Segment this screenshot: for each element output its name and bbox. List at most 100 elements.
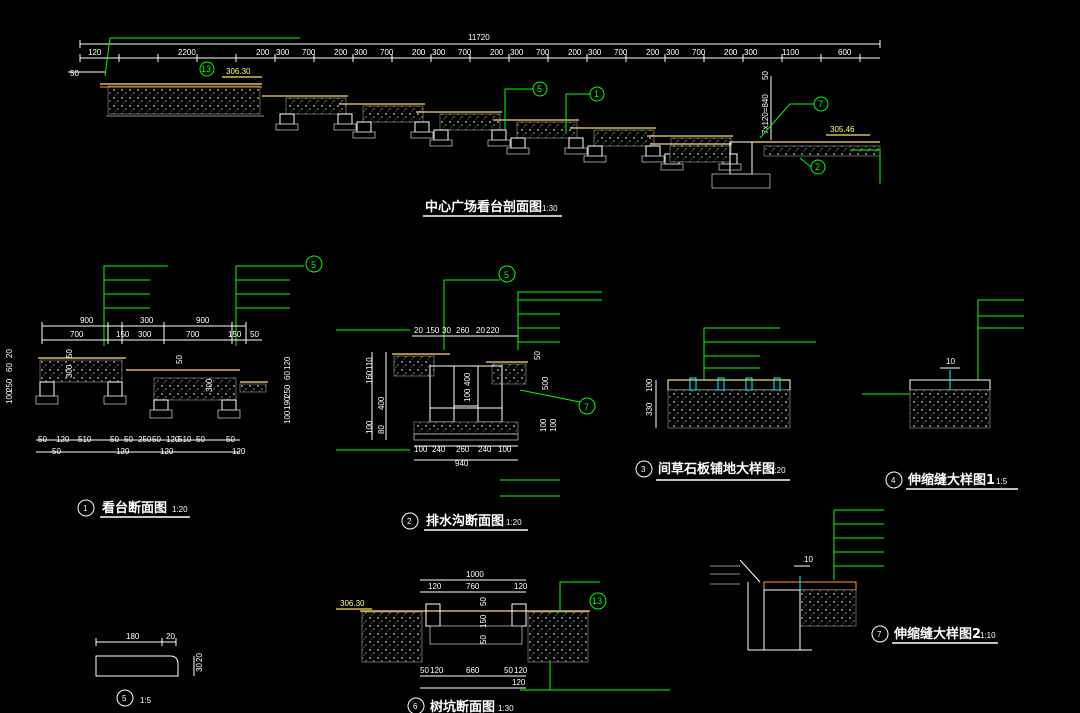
s1-inner-dim: 50	[65, 349, 74, 358]
s4-num: 4	[891, 476, 896, 485]
s3-grass-joint	[717, 377, 725, 391]
step-pier	[568, 137, 584, 149]
left-dim: 50	[70, 69, 79, 78]
segment-dim: 120	[88, 48, 102, 57]
s2-marker-7: 7	[584, 402, 589, 412]
s2-right-dim: 100	[549, 418, 558, 432]
s6-bottom-dim: 50	[420, 666, 429, 675]
s1-top-dim: 900	[196, 316, 210, 325]
s2-scale: 1:20	[506, 518, 522, 527]
s1-mid-dim: 300	[138, 330, 152, 339]
segment-dim: 700	[536, 48, 550, 57]
segment-dim: 300	[276, 48, 290, 57]
s1-left-dim: 100	[5, 390, 14, 404]
step-slab	[593, 129, 655, 147]
level-left: 306.30	[226, 67, 251, 76]
step-footing	[487, 139, 511, 147]
step-footing	[429, 139, 453, 147]
s1-num: 1	[83, 504, 88, 513]
segment-dim: 1100	[782, 48, 800, 57]
s7-dim: 10	[804, 555, 813, 564]
s1-bottom-dim: 510	[78, 435, 92, 444]
step-pier	[645, 145, 661, 157]
step-pier	[433, 129, 449, 141]
s1-top-dim: 300	[140, 316, 154, 325]
s1-mid-dim: 150	[228, 330, 242, 339]
s1-bottom-dim: 50	[196, 435, 205, 444]
segment-dim: 300	[354, 48, 368, 57]
marker-5: 5	[537, 84, 542, 94]
segment-dim: 200	[412, 48, 426, 57]
step-footing	[564, 147, 588, 155]
s6-bottom-dim: 120	[514, 666, 528, 675]
s1-bottom-dim: 250	[138, 435, 152, 444]
s1-mid-dim: 50	[250, 330, 259, 339]
s3-scale: 1:20	[770, 466, 786, 475]
s1-bottom-dim2: 120	[232, 447, 246, 456]
segment-dim: 300	[666, 48, 680, 57]
segment-dim: 2200	[178, 48, 196, 57]
s5-scale: 1:5	[140, 696, 152, 705]
s6-bottom-dim: 50	[504, 666, 513, 675]
s2-bottom-dim: 100	[414, 445, 428, 454]
s5-dim-180: 180	[126, 632, 140, 641]
s2-left-dim: 160	[365, 370, 374, 384]
step-footing	[506, 147, 530, 155]
s2-bottom-dim: 240	[432, 445, 446, 454]
level-right: 305.46	[830, 125, 855, 134]
s6-bottom-dim: 120	[430, 666, 444, 675]
s1-mid-dim: 700	[186, 330, 200, 339]
s2-top-dim: 220	[486, 326, 500, 335]
s2-bottom-dim: 100	[498, 445, 512, 454]
marker-1: 1	[594, 89, 599, 99]
s1-bottom-dim: 50	[110, 435, 119, 444]
s4-title: 伸缩缝大样图1	[907, 472, 995, 488]
grandstand-section: 11720 120 2200 200 300 700 200 300 700 200 300 700…	[68, 33, 881, 217]
s2-inner-dim: 400	[463, 372, 472, 386]
step-footing	[410, 131, 434, 139]
step-footing	[275, 123, 299, 131]
s1-left-dim: 20	[5, 349, 14, 358]
s3-title: 间草石板铺地大样图	[658, 461, 775, 477]
step-slab	[362, 105, 424, 123]
s1-marker: 5	[311, 260, 316, 270]
s1-bottom-dim: 50	[124, 435, 133, 444]
total-dim: 11720	[468, 33, 490, 42]
s4-scale: 1:5	[996, 477, 1008, 486]
s5-dim-20b: 20	[195, 653, 204, 662]
s1-right-dim: 250	[283, 384, 292, 398]
s6-inner-dim: 50	[479, 597, 488, 606]
s1-bottom-dim: 50	[226, 435, 235, 444]
s3-num: 3	[641, 465, 646, 474]
s5-num: 5	[122, 694, 127, 703]
marker-2: 2	[815, 162, 820, 172]
section-7-expansion-joint-2: 10 7 伸缩缝大样图2 1:10	[710, 509, 998, 651]
s1-bottom-dim2: 120	[116, 447, 130, 456]
s1-scale: 1:20	[172, 505, 188, 514]
s2-top-dim: 20	[414, 326, 423, 335]
s5-dim-20: 20	[166, 632, 175, 641]
s2-top-dim: 20	[476, 326, 485, 335]
grandstand-scale: 1:30	[542, 204, 558, 213]
s1-right-dim: 190	[283, 396, 292, 410]
segment-dim: 200	[724, 48, 738, 57]
s7-scale: 1:10	[980, 631, 996, 640]
s3-grass-joint	[689, 377, 697, 391]
s3-dim-330: 330	[645, 402, 654, 416]
step-slab	[669, 145, 731, 163]
s6-bottom-dim2: 120	[512, 678, 526, 687]
s6-title: 树坑断面图	[430, 699, 495, 713]
s2-top-dim: 150	[426, 326, 440, 335]
s2-marker-5: 5	[504, 270, 509, 280]
segment-dim: 700	[458, 48, 472, 57]
segment-dim: 700	[614, 48, 628, 57]
s2-top-dim: 260	[456, 326, 470, 335]
step-slab	[439, 113, 501, 131]
segment-dim: 200	[646, 48, 660, 57]
s6-total: 1000	[466, 570, 484, 579]
s6-top-dim: 760	[466, 582, 480, 591]
s1-bottom-dim2: 120	[160, 447, 174, 456]
s4-dim: 10	[946, 357, 955, 366]
